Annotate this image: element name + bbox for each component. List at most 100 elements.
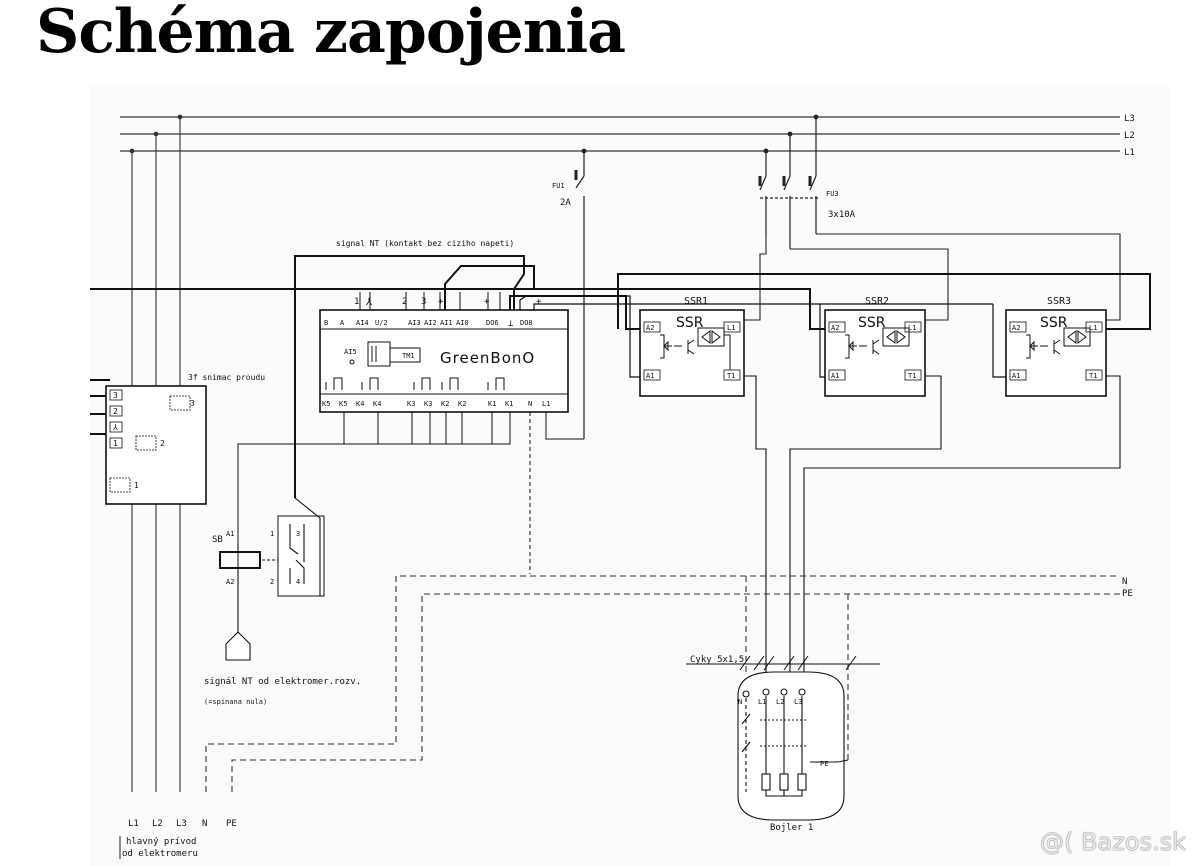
relay-a2: A2 xyxy=(226,578,234,586)
sensor-label: 3f snimac proudu xyxy=(188,373,265,382)
supply-line2: od elektromeru xyxy=(122,849,198,859)
sensor-term-2: 2 xyxy=(113,407,118,416)
pin-k2a: K2 xyxy=(441,400,449,408)
ssr1-name: SSR1 xyxy=(684,296,708,307)
sensor-term-1: 1 xyxy=(113,439,118,448)
n-pe-rails xyxy=(205,575,1120,792)
pin-k4a: K4 xyxy=(356,400,364,408)
sensor-term-3: 3 xyxy=(113,391,118,400)
ssr2-t1: T1 xyxy=(908,372,916,380)
cable-cyky xyxy=(686,655,880,671)
pin-k2b: K2 xyxy=(458,400,466,408)
supply-l3: L3 xyxy=(176,819,187,829)
mark-plus-1: + xyxy=(438,297,444,307)
ssr3-name: SSR3 xyxy=(1047,296,1071,307)
ssr3-t1: T1 xyxy=(1089,372,1097,380)
signal-nt-meter: signál NT od elektromer.rozv. xyxy=(204,677,361,687)
boiler-pe: PE xyxy=(820,760,828,768)
ssr2-module xyxy=(824,309,926,397)
pin-do6: DO6 xyxy=(486,319,499,327)
pin-b: B xyxy=(324,319,328,327)
ssr3-inner-label: SSR xyxy=(1040,315,1068,331)
wiring-diagram: L3 L2 L1 FU1 2A FU3 3x1 xyxy=(90,114,1151,859)
pin-l1: L1 xyxy=(542,400,550,408)
bus-label-l3: L3 xyxy=(1124,114,1135,124)
mark-y: ⅄ xyxy=(365,297,373,308)
cable-label: Cyky 5x1,5 xyxy=(690,655,744,665)
ssr2-inner-label: SSR xyxy=(858,315,886,331)
boiler-term-l3: L3 xyxy=(794,698,802,706)
pin-ai0: AI0 xyxy=(456,319,469,327)
pin-ai3: AI3 xyxy=(408,319,421,327)
mark-plus-2: + xyxy=(484,297,490,307)
fuse-fu3 xyxy=(758,114,820,249)
pin-k4b: K4 xyxy=(373,400,381,408)
boiler xyxy=(737,671,849,821)
ssr-control-a1 xyxy=(519,295,1006,378)
page-title: Schéma zapojenia xyxy=(36,0,626,67)
pin-k1b: K1 xyxy=(505,400,513,408)
pin-ai1: AI1 xyxy=(440,319,453,327)
ssr1-inner-label: SSR xyxy=(676,315,704,331)
sensor-term-y: ⅄ xyxy=(112,423,118,432)
ssr2-name: SSR2 xyxy=(865,296,889,307)
wiring-diagram-sheet: L3 L2 L1 FU1 2A FU3 3x1 xyxy=(90,84,1170,866)
signal-nt-meter-note: (=spinana nula) xyxy=(204,698,267,706)
pin-a: A xyxy=(340,319,345,327)
sensor-bus xyxy=(90,379,110,435)
bus-label-l2: L2 xyxy=(1124,131,1135,141)
pin-do8: DO8 xyxy=(520,319,533,327)
control-wiring xyxy=(90,255,1151,498)
relay-contact-1: 1 xyxy=(270,530,274,538)
pin-ai2: AI2 xyxy=(424,319,437,327)
mark-plus-3: + xyxy=(536,297,542,307)
relay-contact-2: 2 xyxy=(270,578,274,586)
ssr1-a1: A1 xyxy=(646,372,654,380)
bazos-watermark: @( Bazos.sk xyxy=(1040,828,1186,856)
tm1-module xyxy=(349,341,421,367)
ssr-outputs xyxy=(744,375,1121,674)
relay-a1: A1 xyxy=(226,530,234,538)
boiler-term-l1: L1 xyxy=(758,698,766,706)
supply-n: N xyxy=(202,819,207,829)
pin-k1a: K1 xyxy=(488,400,496,408)
supply-l1: L1 xyxy=(128,819,139,829)
fuse-fu1-label: FU1 xyxy=(552,182,565,190)
fuse-fu1-rating: 2A xyxy=(560,198,571,208)
ssr1-a2: A2 xyxy=(646,324,654,332)
ssr3-l1: L1 xyxy=(1089,324,1097,332)
fuse-fu1 xyxy=(574,148,587,439)
ssr3-a1: A1 xyxy=(1012,372,1020,380)
sensor-ch-2: 2 xyxy=(160,439,165,448)
boiler-term-n: N xyxy=(738,698,742,706)
ssr1-l1: L1 xyxy=(727,324,735,332)
rail-pe-label: PE xyxy=(1122,589,1133,599)
relay-contact-4: 4 xyxy=(296,578,300,586)
ssr3-module xyxy=(1005,309,1107,397)
boiler-term-l2: L2 xyxy=(776,698,784,706)
sb-relay xyxy=(219,497,325,661)
ssr1-t1: T1 xyxy=(727,372,735,380)
busbars xyxy=(120,116,1120,152)
controller-bottom-leads xyxy=(237,412,584,574)
ssr2-a1: A1 xyxy=(831,372,839,380)
ssr-internals xyxy=(660,327,1091,370)
mark-2: 2 xyxy=(402,297,407,307)
bus-label-l1: L1 xyxy=(1124,148,1135,158)
pin-gnd: ⊥ xyxy=(508,319,514,329)
relay-contact-3: 3 xyxy=(296,530,300,538)
fuse-fu3-rating: 3x10A xyxy=(828,210,856,220)
pin-k3a: K3 xyxy=(407,400,415,408)
supply-l2: L2 xyxy=(152,819,163,829)
pin-k5a: K5 xyxy=(322,400,330,408)
current-sensor xyxy=(105,385,207,505)
mark-1: 1 xyxy=(354,297,359,307)
supply-pe: PE xyxy=(226,819,237,829)
fuse-fu3-label: FU3 xyxy=(826,190,839,198)
sensor-ch-3: 3 xyxy=(190,399,195,408)
sensor-ch-1: 1 xyxy=(134,481,139,490)
rail-n-label: N xyxy=(1122,577,1127,587)
supply-line1: hlavný prívod xyxy=(126,837,196,847)
relay-name: SB xyxy=(212,535,223,545)
pin-k5b: K5 xyxy=(339,400,347,408)
